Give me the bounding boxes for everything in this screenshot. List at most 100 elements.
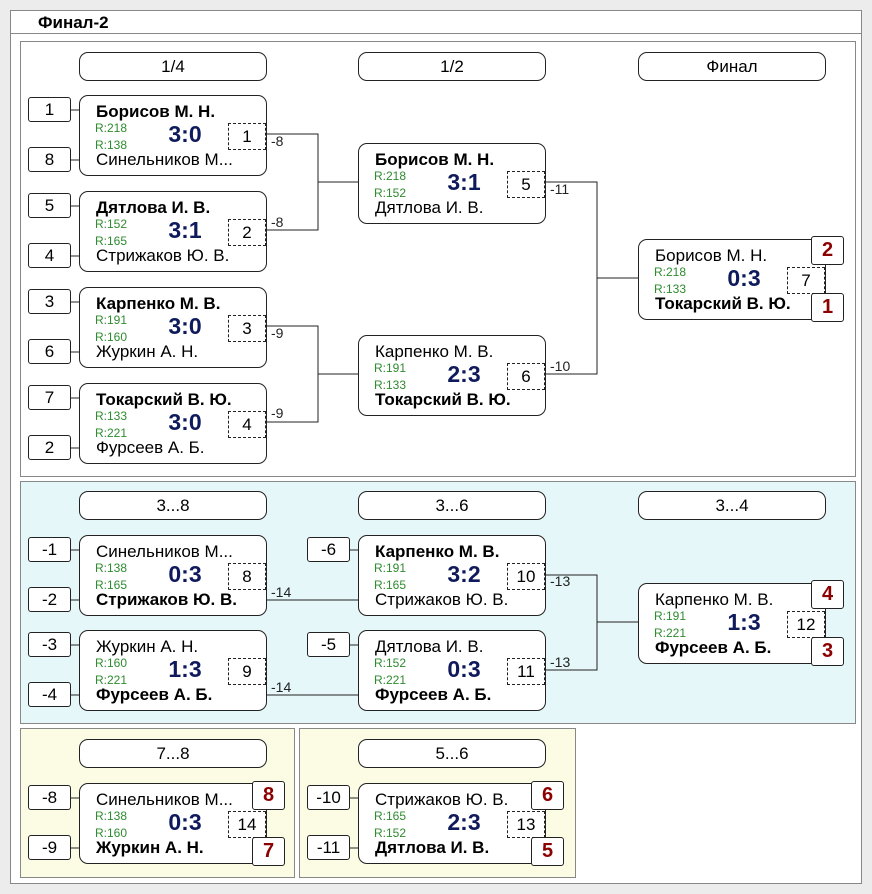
player-top: Карпенко М. В.	[375, 342, 494, 361]
match-card[interactable]: Карпенко М. В. R:191 R:160 3:0 3 Журкин …	[79, 287, 267, 368]
loser-destination: -11	[550, 181, 570, 197]
loser-destination: -13	[550, 573, 571, 589]
match-number: 10	[507, 563, 545, 590]
rating-top: R:218	[95, 121, 128, 135]
rating-bottom: R:221	[95, 426, 128, 440]
rating-top: R:138	[95, 561, 128, 575]
player-top: Карпенко М. В.	[96, 294, 221, 313]
loser-destination: -14	[271, 679, 292, 695]
seed-box: -5	[307, 632, 350, 657]
player-top: Синельников М...	[96, 790, 233, 809]
match-card[interactable]: Журкин А. Н. R:160 R:221 1:3 9 Фурсеев А…	[79, 630, 267, 711]
match-card[interactable]: Синельников М... R:138 R:160 0:3 14 Журк…	[79, 783, 267, 864]
seed-box: 2	[28, 435, 71, 460]
match-number: 4	[228, 411, 266, 438]
match-card-3rd-place[interactable]: Карпенко М. В. R:191 R:221 1:3 12 Фурсее…	[638, 583, 826, 664]
match-number: 8	[228, 563, 266, 590]
rating-bottom: R:165	[95, 234, 128, 248]
player-top: Синельников М...	[96, 542, 233, 561]
rating-bottom: R:165	[374, 578, 407, 592]
match-card[interactable]: Дятлова И. В. R:152 R:221 0:3 11 Фурсеев…	[358, 630, 546, 711]
match-card[interactable]: Карпенко М. В. R:191 R:133 2:3 6 Токарск…	[358, 335, 546, 416]
match-score: 1:3	[727, 609, 761, 635]
match-card[interactable]: Дятлова И. В. R:152 R:165 3:1 2 Стрижако…	[79, 191, 267, 272]
rating-bottom: R:152	[374, 826, 407, 840]
player-top: Дятлова И. В.	[375, 637, 484, 656]
match-number: 5	[507, 171, 545, 198]
match-score: 1:3	[168, 656, 202, 682]
rating-bottom: R:221	[374, 673, 407, 687]
rating-top: R:165	[374, 809, 407, 823]
match-number: 2	[228, 219, 266, 246]
match-card[interactable]: Карпенко М. В. R:191 R:165 3:2 10 Стрижа…	[358, 535, 546, 616]
seed-box: 4	[28, 243, 71, 268]
match-score: 0:3	[447, 656, 481, 682]
rating-bottom: R:138	[95, 138, 128, 152]
match-card[interactable]: Борисов М. Н. R:218 R:152 3:1 5 Дятлова …	[358, 143, 546, 224]
seed-box: -2	[28, 587, 71, 612]
round-header-3-6: 3...6	[358, 491, 546, 520]
match-card[interactable]: Токарский В. Ю. R:133 R:221 3:0 4 Фурсее…	[79, 383, 267, 464]
match-number: 1	[228, 123, 266, 150]
match-score: 3:1	[447, 169, 481, 195]
seed-box: -10	[307, 785, 350, 810]
place-badge: 4	[811, 580, 844, 609]
player-bottom: Журкин А. Н.	[96, 838, 204, 857]
match-number: 3	[228, 315, 266, 342]
seed-box: -6	[307, 537, 350, 562]
round-header-5-6: 5...6	[358, 739, 546, 768]
seed-box: -3	[28, 632, 71, 657]
match-card[interactable]: Борисов М. Н. R:218 R:138 3:0 1 Синельни…	[79, 95, 267, 176]
seed-box: -11	[307, 835, 350, 860]
rating-bottom: R:165	[95, 578, 128, 592]
rating-bottom: R:160	[95, 826, 128, 840]
player-top: Токарский В. Ю.	[96, 390, 232, 409]
rating-bottom: R:221	[95, 673, 128, 687]
place-badge: 6	[531, 781, 564, 810]
rating-top: R:160	[95, 656, 128, 670]
loser-destination: -8	[271, 133, 284, 149]
match-score: 3:1	[168, 217, 202, 243]
seed-box: -8	[28, 785, 71, 810]
match-number: 11	[507, 658, 545, 685]
rating-top: R:191	[95, 313, 128, 327]
match-score: 3:0	[168, 409, 202, 435]
player-top: Борисов М. Н.	[96, 102, 216, 121]
page-title: Финал-2	[10, 10, 862, 34]
rating-top: R:191	[654, 609, 687, 623]
match-card[interactable]: Синельников М... R:138 R:165 0:3 8 Стриж…	[79, 535, 267, 616]
player-bottom: Стрижаков Ю. В.	[96, 246, 230, 265]
rating-bottom: R:221	[654, 626, 687, 640]
place-badge: 7	[252, 837, 285, 866]
seed-box: -9	[28, 835, 71, 860]
player-bottom: Дятлова И. В.	[375, 838, 490, 857]
player-top: Борисов М. Н.	[375, 150, 495, 169]
loser-destination: -13	[550, 654, 571, 670]
match-score: 3:0	[168, 121, 202, 147]
rating-top: R:152	[95, 217, 128, 231]
rating-top: R:191	[374, 561, 407, 575]
match-card-final[interactable]: Борисов М. Н. R:218 R:133 0:3 7 Токарски…	[638, 239, 826, 320]
player-bottom: Журкин А. Н.	[96, 342, 199, 361]
loser-destination: -9	[271, 325, 284, 341]
player-top: Карпенко М. В.	[375, 542, 500, 561]
rating-top: R:138	[95, 809, 128, 823]
player-bottom: Фурсеев А. Б.	[375, 685, 492, 704]
place-badge: 1	[811, 293, 844, 322]
round-header-final: Финал	[638, 52, 826, 81]
match-score: 2:3	[447, 361, 481, 387]
place-badge: 3	[811, 637, 844, 666]
rating-bottom: R:152	[374, 186, 407, 200]
rating-top: R:191	[374, 361, 407, 375]
rating-top: R:218	[374, 169, 407, 183]
rating-bottom: R:160	[95, 330, 128, 344]
rating-top: R:218	[654, 265, 687, 279]
round-header-quarterfinal: 1/4	[79, 52, 267, 81]
player-top: Стрижаков Ю. В.	[375, 790, 509, 809]
match-score: 0:3	[168, 561, 202, 587]
player-bottom: Дятлова И. В.	[375, 198, 484, 217]
match-number: 7	[787, 267, 825, 294]
player-top: Дятлова И. В.	[96, 198, 211, 217]
seed-box: 7	[28, 385, 71, 410]
match-card[interactable]: Стрижаков Ю. В. R:165 R:152 2:3 13 Дятло…	[358, 783, 546, 864]
